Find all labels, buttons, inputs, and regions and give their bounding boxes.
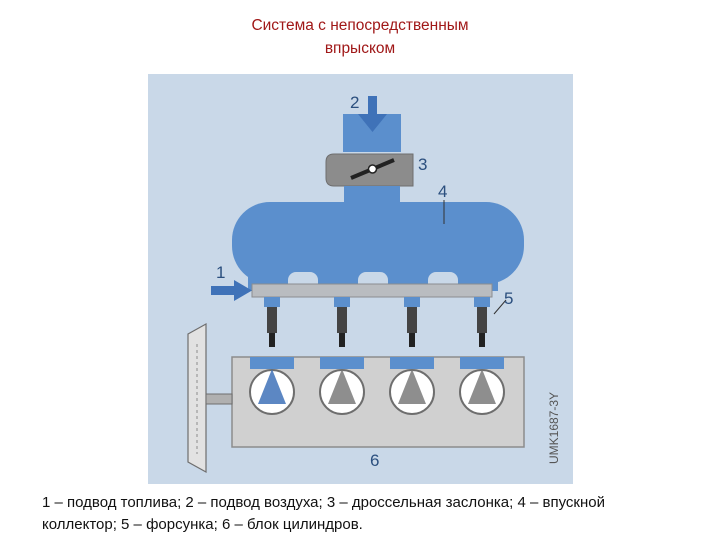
label-6: 6 [370, 451, 379, 470]
injector [474, 297, 490, 347]
leader-line-5 [493, 299, 507, 315]
air-inlet-arrow [358, 96, 387, 132]
caption-line-2: коллектор; 5 – форсунка; 6 – блок цилинд… [42, 516, 363, 533]
label-3: 3 [418, 155, 427, 174]
cylinder [459, 357, 505, 415]
fuel-inlet-arrow [211, 280, 252, 301]
label-1: 1 [216, 263, 225, 282]
figure-code: UMK1687-3Y [547, 392, 561, 464]
label-2: 2 [350, 93, 359, 112]
injector [334, 297, 350, 347]
injector [404, 297, 420, 347]
flywheel [187, 322, 233, 474]
cylinder [389, 357, 435, 415]
figure-caption: 1 – подвод топлива; 2 – подвод воздуха; … [42, 492, 692, 536]
fuel-rail [251, 283, 493, 298]
direct-injection-diagram: 1 2 3 4 5 6 UMK1687-3Y [148, 74, 573, 484]
intake-manifold [232, 202, 524, 284]
slide-title: Система с непосредственным впрыском [0, 14, 720, 60]
injector [264, 297, 280, 347]
label-5: 5 [504, 289, 513, 308]
manifold-neck [344, 186, 400, 206]
throttle-valve [350, 158, 395, 180]
cylinder [249, 357, 295, 415]
caption-line-1: 1 – подвод топлива; 2 – подвод воздуха; … [42, 494, 605, 511]
title-line-1: Система с непосредственным [251, 17, 469, 34]
injectors [264, 297, 490, 347]
label-4: 4 [438, 182, 447, 201]
cylinder [319, 357, 365, 415]
title-line-2: впрыском [324, 40, 396, 57]
